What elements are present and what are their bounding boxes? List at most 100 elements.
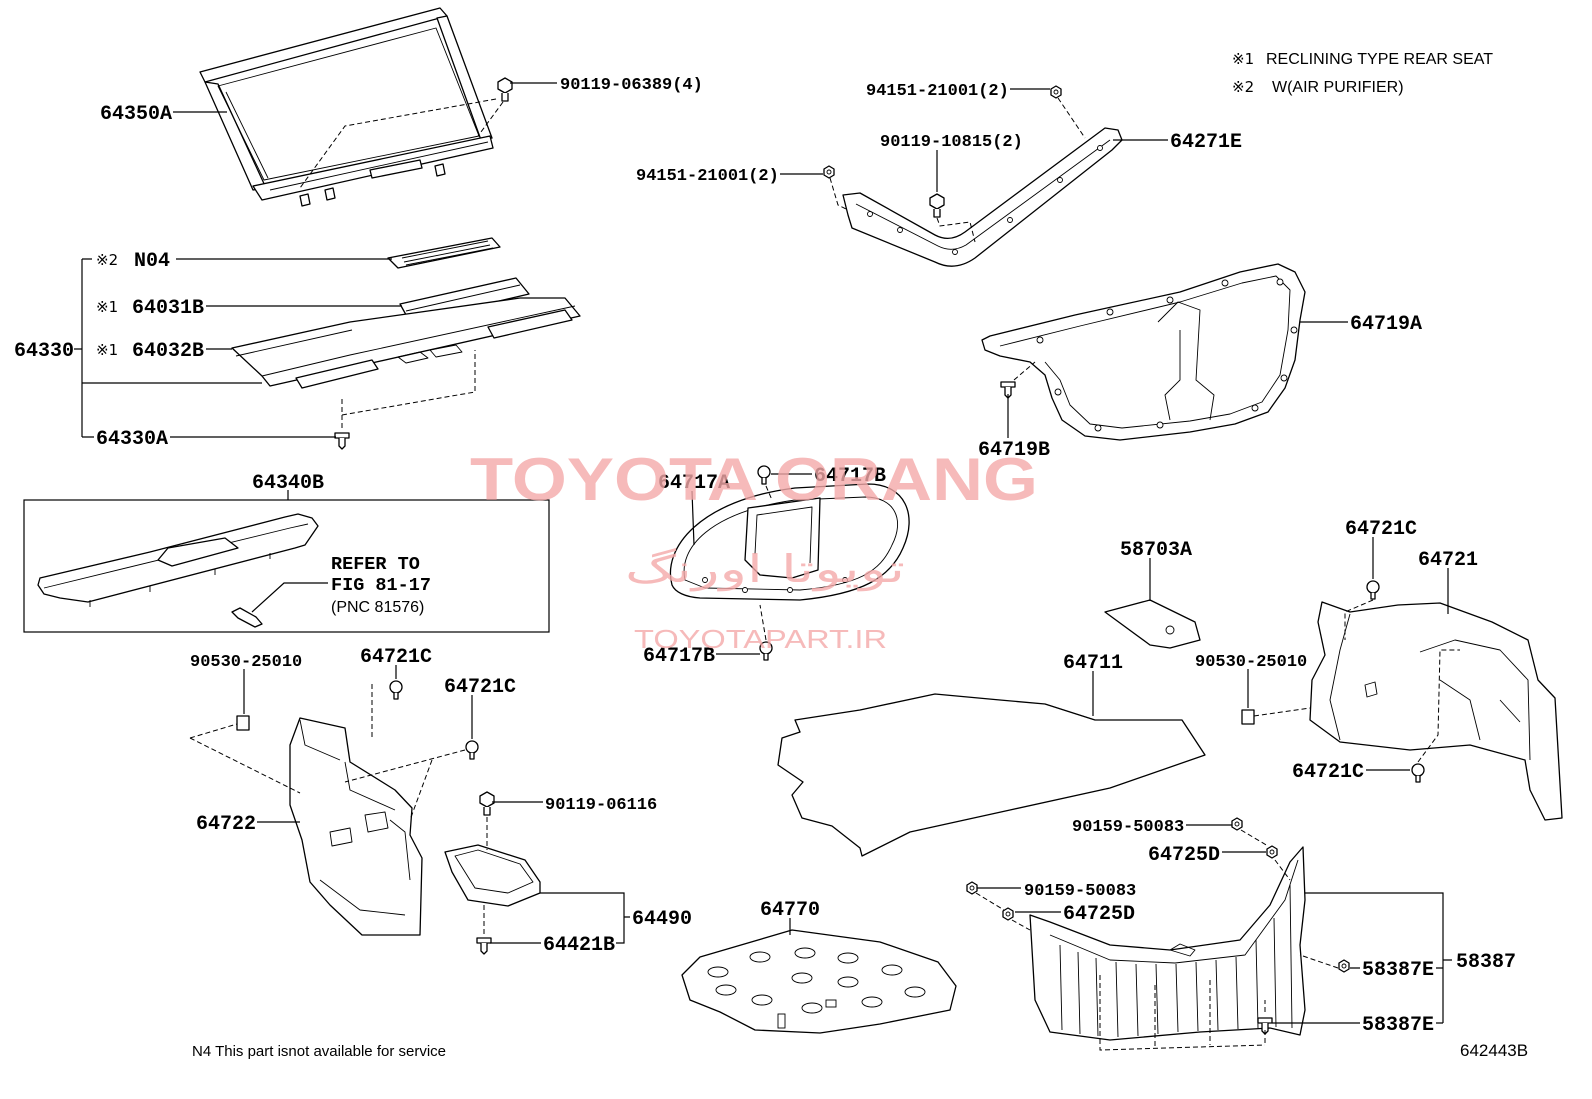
refer-note-line3: (PNC 81576) [331, 599, 424, 616]
label-N04: N04 [134, 250, 170, 273]
label-64350A: 64350A [100, 103, 172, 126]
legend-mark-2: ※2 [1232, 78, 1254, 96]
assembly-lines-rear-trim [975, 829, 1339, 1051]
clip-64725D-lower [1002, 907, 1014, 921]
clip-64721C-left-top [389, 680, 403, 700]
inner-trim-64717A [669, 483, 910, 601]
left-side-trim-64722 [289, 717, 423, 936]
screw-90159-50083-lower [966, 881, 978, 895]
nut-94151-21001-left [823, 165, 835, 179]
label-64722: 64722 [196, 813, 256, 836]
bracket-58387 [1305, 892, 1452, 1024]
label-64421B: 64421B [543, 934, 615, 957]
watermark-persian: تویوتا اورنگ [625, 547, 905, 592]
assembly-lines-inner-trim [759, 485, 773, 641]
label-64271E: 64271E [1170, 131, 1242, 154]
bracket-64490 [540, 892, 630, 944]
watermark-main: TOYOTA ORANG [470, 446, 1038, 513]
label-64721C-right-top: 64721C [1345, 518, 1417, 541]
leader-lines [170, 82, 1449, 1024]
retainer-90530-25010-left [236, 715, 250, 731]
label-90119-06116: 90119-06116 [545, 796, 657, 815]
label-64719A: 64719A [1350, 313, 1422, 336]
label-64725D-upper: 64725D [1148, 844, 1220, 867]
assembly-lines-tonneau [299, 98, 504, 189]
label-64330A: 64330A [96, 428, 168, 451]
label-94151-21001-left: 94151-21001(2) [636, 167, 779, 186]
floor-cover-64770 [681, 929, 957, 1034]
label-90119-06389: 90119-06389(4) [560, 76, 703, 95]
figure-code: 642443B [1460, 1041, 1528, 1060]
clip-64725D-upper [1266, 845, 1278, 859]
label-mark-64032B: ※1 [96, 341, 118, 359]
label-64721: 64721 [1418, 549, 1478, 572]
tray-clip-64330A [334, 432, 350, 450]
clip-64721C-left-mid [465, 740, 479, 760]
label-64721C-left-top: 64721C [360, 646, 432, 669]
label-64717A: 64717A [658, 472, 730, 495]
clip-64721C-right-bottom [1411, 763, 1425, 783]
tonneau-frame-64350A [199, 7, 494, 207]
label-90159-50083-upper: 90159-50083 [1072, 818, 1184, 837]
package-tray-64032B [231, 297, 581, 389]
label-64721C-right-bottom: 64721C [1292, 761, 1364, 784]
storage-tray-64490 [444, 844, 541, 907]
connector-pnc-81576 [231, 607, 263, 628]
air-purifier-grille-N04 [387, 237, 501, 269]
label-94151-21001-right: 94151-21001(2) [866, 82, 1009, 101]
screw-90119-06116 [479, 791, 495, 816]
bracket-64330 [74, 258, 262, 438]
label-90530-25010-left: 90530-25010 [190, 653, 302, 672]
right-side-trim-64721 [1309, 601, 1563, 821]
label-64725D-lower: 64725D [1063, 903, 1135, 926]
label-64032B: 64032B [132, 340, 204, 363]
floor-mat-64711 [777, 693, 1206, 857]
label-64717B-bottom: 64717B [643, 645, 715, 668]
footer-note: N4 This part isnot available for service [192, 1043, 446, 1060]
label-90530-25010-right: 90530-25010 [1195, 653, 1307, 672]
label-58703A: 58703A [1120, 539, 1192, 562]
cover-58703A [1104, 599, 1201, 649]
screw-90119-06389 [497, 77, 513, 102]
assembly-lines-tray [341, 350, 476, 428]
legend-text-1: RECLINING TYPE REAR SEAT [1266, 51, 1493, 68]
label-58387: 58387 [1456, 951, 1516, 974]
legend-text-2: W(AIR PURIFIER) [1272, 79, 1404, 96]
label-64340B: 64340B [252, 472, 324, 495]
nut-94151-21001-right [1050, 85, 1062, 99]
clip-64721C-right-top [1366, 580, 1380, 600]
trunk-lid-trim-64719A [981, 263, 1306, 441]
screw-90119-10815 [929, 193, 945, 218]
label-58387E-lower: 58387E [1362, 1014, 1434, 1037]
assembly-lines-storage-tray [483, 817, 488, 934]
clip-58387E-upper [1338, 959, 1350, 973]
label-64721C-left-mid: 64721C [444, 676, 516, 699]
label-64717B-top: 64717B [814, 465, 886, 488]
label-64330: 64330 [14, 340, 74, 363]
rear-trim-58387 [1029, 846, 1306, 1041]
assembly-lines-right-trim [1253, 599, 1460, 763]
panel-box-64340B [23, 499, 550, 633]
label-64719B: 64719B [978, 439, 1050, 462]
retainer-90530-25010-right [1241, 709, 1255, 725]
screw-90159-50083-upper [1231, 817, 1243, 831]
label-90119-10815: 90119-10815(2) [880, 133, 1023, 152]
assembly-lines-left-trim [189, 684, 466, 821]
watermark-site: TOYOTAPART.IR [634, 624, 887, 654]
legend-mark-1: ※1 [1232, 50, 1254, 68]
label-64490: 64490 [632, 908, 692, 931]
label-mark-64031B: ※1 [96, 298, 118, 316]
label-mark-N04: ※2 [96, 251, 118, 269]
refer-note-line1: REFER TO [331, 554, 420, 575]
refer-note-line2: FIG 81-17 [331, 575, 431, 596]
label-58387E-upper: 58387E [1362, 959, 1434, 982]
label-64770: 64770 [760, 899, 820, 922]
label-90159-50083-lower: 90159-50083 [1024, 882, 1136, 901]
assembly-lines-window [829, 97, 1086, 243]
assembly-lines-lid [1013, 361, 1036, 381]
label-64711: 64711 [1063, 652, 1123, 675]
clip-64421B [476, 937, 492, 955]
tray-panel-64340B [37, 513, 319, 607]
label-64031B: 64031B [132, 297, 204, 320]
